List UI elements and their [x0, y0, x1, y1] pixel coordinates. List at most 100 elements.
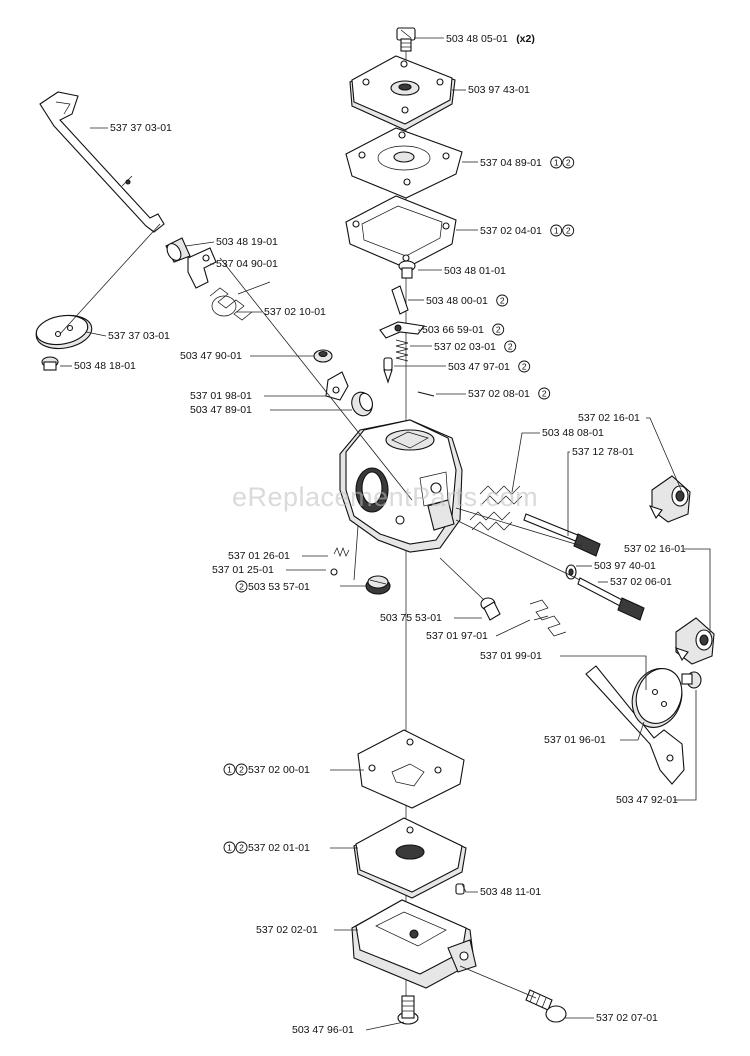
circled-mark-1: 1	[550, 156, 563, 169]
part-label-l10: 537 02 10-01	[264, 306, 326, 318]
svg-text:2: 2	[566, 158, 571, 168]
leader-lines	[59, 37, 711, 1031]
part-label-l15: 503 48 18-01	[74, 360, 136, 372]
part-pump-gasket	[345, 195, 457, 269]
svg-text:1: 1	[227, 843, 232, 853]
part-label-l34: 503 47 92-01	[616, 794, 678, 806]
quantity-suffix: (x2)	[516, 33, 535, 45]
part-throttle-valve	[35, 314, 93, 350]
part-throttle-shaft	[39, 91, 165, 233]
svg-text:1: 1	[554, 226, 559, 236]
part-top-screw	[396, 27, 416, 52]
part-number: 537 01 26-01	[228, 550, 290, 562]
part-number: 537 37 03-01	[110, 122, 172, 134]
part-metering-cover	[351, 899, 477, 989]
part-pump-diaphragm	[345, 127, 463, 199]
part-bushing	[165, 237, 191, 263]
part-number: 537 12 78-01	[572, 446, 634, 458]
part-number: 503 48 19-01	[216, 236, 278, 248]
part-label-l26: 503 97 40-01	[594, 560, 656, 572]
part-number: 503 47 92-01	[616, 794, 678, 806]
circled-mark-1: 1	[550, 224, 563, 237]
part-label-l36: 503 48 11-01	[480, 886, 541, 898]
part-label-l13: 537 02 03-01 2	[434, 340, 517, 353]
part-number: 503 48 08-01	[542, 427, 604, 439]
part-number: 537 02 02-01	[256, 924, 318, 936]
part-high-speed-needle	[523, 513, 601, 557]
circled-mark-2: 2	[562, 156, 575, 169]
part-metering-lever	[379, 321, 425, 339]
part-fuel-filter	[365, 575, 391, 595]
part-detent-spring	[330, 547, 350, 576]
part-fitting-screw	[525, 989, 567, 1023]
circled-mark-2: 2	[518, 360, 531, 373]
part-bracket	[325, 371, 349, 401]
part-choke-bushing	[351, 391, 373, 417]
circled-mark-2: 2	[562, 224, 575, 237]
part-metering-spring	[395, 339, 409, 362]
part-number: 503 53 57-01	[248, 581, 310, 593]
part-lever-pin	[417, 391, 435, 397]
part-label-l22: 537 12 78-01	[572, 446, 634, 458]
part-number: 503 75 53-01	[380, 612, 442, 624]
svg-text:2: 2	[508, 342, 513, 352]
part-label-l29: 503 75 53-01	[380, 612, 442, 624]
svg-text:2: 2	[542, 389, 547, 399]
part-label-l23: 537 02 16-01	[624, 543, 686, 555]
part-label-l01: 503 48 05-01 (x2)	[446, 33, 535, 45]
part-label-l11: 537 37 03-01	[108, 330, 170, 342]
part-choke-screw	[681, 671, 702, 689]
part-label-l32: 537 01 96-01	[544, 734, 606, 746]
circled-mark-1: 1	[223, 841, 236, 854]
part-label-l14: 503 47 90-01	[180, 350, 242, 362]
part-number: 503 66 59-01	[422, 324, 484, 336]
svg-text:1: 1	[554, 158, 559, 168]
part-limiter-cap-upper	[648, 475, 691, 523]
part-number: 537 02 10-01	[264, 306, 326, 318]
part-number: 537 01 99-01	[480, 650, 542, 662]
part-label-l31: 537 01 99-01	[480, 650, 542, 662]
part-number: 503 48 00-01	[426, 295, 488, 307]
part-label-l17: 537 01 98-01	[190, 390, 252, 402]
part-number: 503 47 90-01	[180, 350, 242, 362]
part-number: 537 02 16-01	[624, 543, 686, 555]
part-number: 537 01 97-01	[426, 630, 488, 642]
part-number: 503 48 05-01	[446, 33, 508, 45]
part-low-speed-needle	[577, 577, 645, 621]
part-number: 537 02 03-01	[434, 341, 496, 353]
part-number: 537 01 98-01	[190, 390, 252, 402]
part-number: 503 97 40-01	[594, 560, 656, 572]
part-metering-diaphragm	[353, 817, 467, 899]
part-number: 537 37 03-01	[108, 330, 170, 342]
part-label-l27: 537 02 06-01	[610, 576, 672, 588]
part-choke-shaft	[585, 665, 685, 785]
part-label-l12: 503 66 59-01 2	[422, 323, 505, 336]
part-number: 503 97 43-01	[468, 84, 530, 96]
part-number: 537 04 90-01	[216, 258, 278, 270]
part-number: 503 47 97-01	[448, 361, 510, 373]
part-label-l30: 537 01 97-01	[426, 630, 488, 642]
circled-mark-2: 2	[504, 340, 517, 353]
part-number: 503 47 96-01	[292, 1024, 354, 1036]
part-label-l25: 537 01 25-01	[212, 564, 274, 576]
part-small-screw	[398, 260, 416, 279]
part-number: 537 02 04-01	[480, 225, 542, 237]
part-labels: 503 48 05-01 (x2) 503 97 43-01 537 37 03-0…	[74, 33, 686, 1036]
part-label-l07: 537 04 90-01	[216, 258, 278, 270]
part-label-l24: 537 01 26-01	[228, 550, 290, 562]
svg-text:2: 2	[500, 296, 505, 306]
part-number: 537 01 96-01	[544, 734, 606, 746]
circled-mark-2: 2	[492, 323, 505, 336]
part-bottom-screw	[397, 995, 419, 1025]
svg-text:2: 2	[522, 362, 527, 372]
part-throttle-lever	[187, 247, 217, 289]
part-label-l02: 503 97 43-01	[468, 84, 530, 96]
part-valve-screw	[41, 356, 59, 371]
circled-mark-2: 2	[538, 387, 551, 400]
part-number: 537 02 07-01	[596, 1012, 658, 1024]
